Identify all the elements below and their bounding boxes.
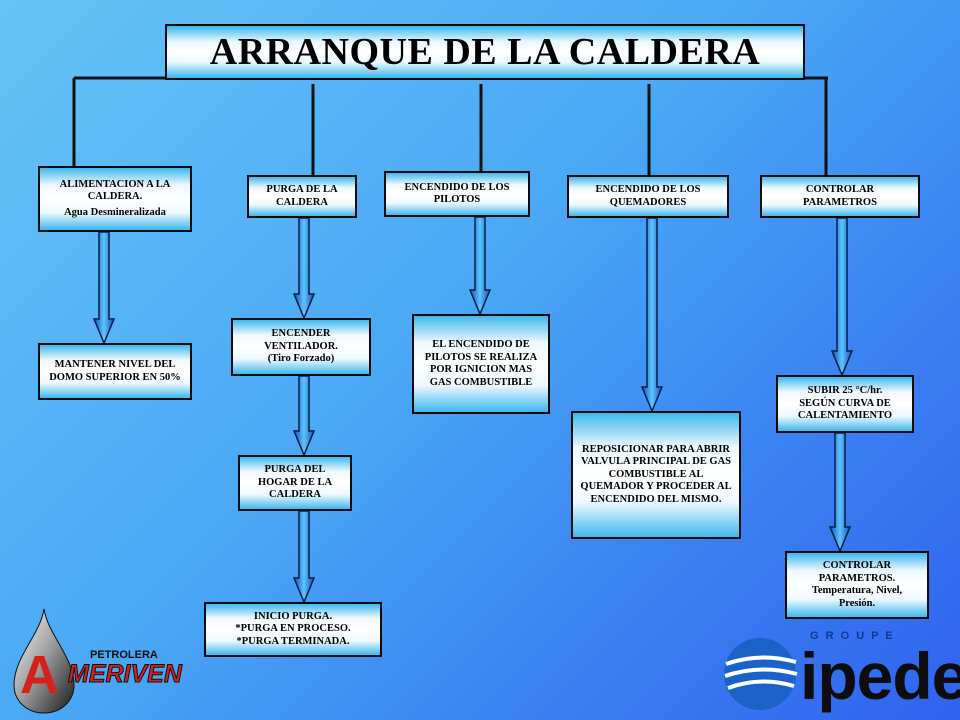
node-subir-temperatura-line2: SEGÚN CURVA DE CALENTAMIENTO <box>797 397 893 422</box>
arrow-hogar-to-inicio <box>292 510 316 604</box>
arrow-quemadores-to-reposicionar <box>640 217 664 413</box>
node-pilotos: ENCENDIDO DE LOS PILOTOS <box>384 171 530 217</box>
node-subir-temperatura-line1: SUBIR 25 °C/hr. <box>807 385 883 397</box>
node-purga-hogar: PURGA DEL HOGAR DE LA CALDERA <box>238 455 352 511</box>
node-controlar-parametros-detalle-line2: Temperatura, Nivel, Presión. <box>811 585 903 609</box>
logo-ipedex-text: ipedex <box>800 639 960 713</box>
node-inicio-purga-line1: INICIO PURGA. <box>253 610 333 622</box>
node-encender-ventilador: ENCENDER VENTILADOR. (Tiro Forzado) <box>231 318 371 376</box>
node-controlar-label: CONTROLAR PARAMETROS <box>803 184 877 208</box>
svg-text:A: A <box>20 645 59 705</box>
node-quemadores-label: ENCENDIDO DE LOS QUEMADORES <box>595 184 701 208</box>
node-controlar: CONTROLAR PARAMETROS <box>760 175 920 218</box>
node-purga-hogar-label: PURGA DEL HOGAR DE LA CALDERA <box>257 464 333 501</box>
node-quemadores: ENCENDIDO DE LOS QUEMADORES <box>567 175 729 218</box>
arrow-controlar-to-subir <box>830 217 854 377</box>
logo-groupe-text: G R O U P E <box>810 630 895 642</box>
ipedex-swoosh-icon <box>724 638 798 710</box>
node-alimentacion: ALIMENTACION A LA CALDERA. Agua Desminer… <box>38 166 192 232</box>
node-encender-ventilador-label: ENCENDER VENTILADOR. <box>264 328 338 352</box>
node-controlar-parametros-detalle-line1: CONTROLAR PARAMETROS. <box>818 560 896 584</box>
node-mantener-nivel: MANTENER NIVEL DEL DOMO SUPERIOR EN 50% <box>38 343 192 400</box>
node-encendido-pilotos-detalle: EL ENCENDIDO DE PILOTOS SE REALIZA POR I… <box>412 314 550 414</box>
logo-meriven-text: MERIVEN <box>68 660 183 689</box>
arrow-pilotos-to-detalle <box>468 216 492 316</box>
node-controlar-parametros-detalle: CONTROLAR PARAMETROS. Temperatura, Nivel… <box>785 551 929 619</box>
groupe-ipedex-logo: G R O U P E ipedex <box>722 628 960 718</box>
node-alimentacion-sublabel: Agua Desmineralizada <box>64 206 166 218</box>
node-subir-temperatura: SUBIR 25 °C/hr. SEGÚN CURVA DE CALENTAMI… <box>776 375 914 433</box>
node-reposicionar-valvula: REPOSICIONAR PARA ABRIR VALVULA PRINCIPA… <box>571 411 741 539</box>
arrow-subir-to-parametros <box>828 432 852 553</box>
node-inicio-purga-line2: *PURGA EN PROCESO. <box>235 623 351 635</box>
node-pilotos-label: ENCENDIDO DE LOS PILOTOS <box>404 181 510 206</box>
arrow-alimentacion-to-mantener <box>92 231 116 345</box>
node-purga: PURGA DE LA CALDERA <box>247 175 357 218</box>
node-reposicionar-valvula-label: REPOSICIONAR PARA ABRIR VALVULA PRINCIPA… <box>580 443 732 505</box>
node-encender-ventilador-sublabel: (Tiro Forzado) <box>267 353 335 365</box>
chart-title: ARRANQUE DE LA CALDERA <box>165 24 805 80</box>
node-encendido-pilotos-detalle-label: EL ENCENDIDO DE PILOTOS SE REALIZA POR I… <box>424 339 538 388</box>
node-purga-label: PURGA DE LA CALDERA <box>266 184 338 208</box>
arrow-purga-to-ventilador <box>292 217 316 320</box>
node-alimentacion-label: ALIMENTACION A LA CALDERA. <box>59 178 171 203</box>
node-inicio-purga-line3: *PURGA TERMINADA. <box>236 635 350 647</box>
node-inicio-purga: INICIO PURGA. *PURGA EN PROCESO. *PURGA … <box>204 602 382 657</box>
logo-petrolera-text: PETROLERA <box>90 649 158 661</box>
petrolera-ameriven-logo: A PETROLERA MERIVEN <box>10 605 210 715</box>
ameriven-drop-icon: A <box>13 608 75 714</box>
node-mantener-nivel-label: MANTENER NIVEL DEL DOMO SUPERIOR EN 50% <box>49 359 181 383</box>
arrow-ventilador-to-hogar <box>292 375 316 457</box>
